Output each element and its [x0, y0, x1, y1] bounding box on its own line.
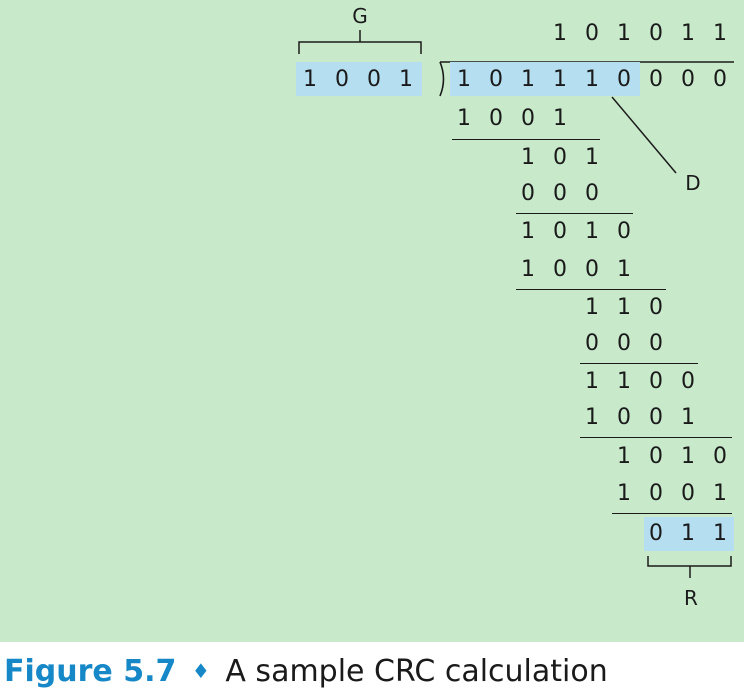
digit: 0	[585, 331, 599, 356]
digit: 1	[585, 295, 599, 320]
digit: 0	[649, 67, 663, 92]
digit: 1	[457, 106, 471, 131]
digit: 0	[585, 21, 599, 46]
digit: 0	[713, 444, 727, 469]
digit: 1	[681, 521, 695, 546]
digit: 1	[585, 369, 599, 394]
generator-highlight	[296, 62, 422, 96]
digit: 1	[521, 219, 535, 244]
figure-caption: Figure 5.7 ♦ A sample CRC calculation	[4, 646, 608, 696]
digit: 1	[553, 21, 567, 46]
digit: 1	[713, 521, 727, 546]
digit: 0	[649, 331, 663, 356]
digit: 0	[681, 67, 695, 92]
digit: 1	[585, 219, 599, 244]
figure-label: Figure 5.7	[4, 654, 177, 689]
digit: 0	[649, 295, 663, 320]
subtraction-rule	[516, 289, 666, 290]
digit: 1	[553, 67, 567, 92]
digit: 1	[617, 295, 631, 320]
digit: 1	[681, 21, 695, 46]
digit: 0	[681, 369, 695, 394]
digit: 1	[617, 444, 631, 469]
digit: 0	[553, 219, 567, 244]
digit: 1	[457, 67, 471, 92]
data-highlight	[450, 62, 640, 96]
remainder-highlight	[644, 517, 734, 551]
digit: 0	[617, 219, 631, 244]
digit: 0	[649, 405, 663, 430]
digit: 0	[489, 106, 503, 131]
diamond-icon: ♦	[191, 659, 210, 683]
digit: 1	[681, 444, 695, 469]
digit: 0	[617, 405, 631, 430]
digit: 1	[713, 21, 727, 46]
subtraction-rule	[516, 213, 633, 214]
d-label: D	[685, 171, 701, 195]
digit: 1	[585, 67, 599, 92]
digit: 0	[617, 67, 631, 92]
digit: 0	[617, 331, 631, 356]
r-bracket	[647, 556, 732, 578]
digit: 1	[617, 257, 631, 282]
digit: 0	[553, 181, 567, 206]
subtraction-rule	[452, 139, 600, 140]
digit: 0	[521, 181, 535, 206]
digit: 1	[585, 405, 599, 430]
digit: 0	[553, 145, 567, 170]
digit: 0	[585, 181, 599, 206]
crc-diagram-panel: G D R 1 0 1 0 1 1 1 0 0 1 1 0 1 1 1 0 0 …	[0, 0, 744, 642]
digit: 0	[649, 369, 663, 394]
digit: 0	[713, 67, 727, 92]
digit: 0	[489, 67, 503, 92]
digit: 1	[521, 257, 535, 282]
caption-text: A sample CRC calculation	[225, 654, 608, 689]
subtraction-rule	[612, 513, 732, 514]
d-pointer-line	[611, 96, 677, 174]
digit: 0	[553, 257, 567, 282]
digit: 0	[585, 257, 599, 282]
g-bracket	[298, 30, 422, 54]
digit: 1	[521, 145, 535, 170]
digit: 0	[649, 21, 663, 46]
digit: 1	[585, 145, 599, 170]
digit: 0	[335, 67, 349, 92]
digit: 1	[681, 405, 695, 430]
digit: 0	[521, 106, 535, 131]
digit: 0	[649, 481, 663, 506]
g-label: G	[352, 4, 368, 28]
subtraction-rule	[580, 437, 732, 438]
digit: 1	[713, 481, 727, 506]
digit: 1	[617, 481, 631, 506]
digit: 0	[681, 481, 695, 506]
digit: 1	[553, 106, 567, 131]
digit: 1	[303, 67, 317, 92]
subtraction-rule	[580, 363, 698, 364]
digit: 1	[399, 67, 413, 92]
digit: 1	[617, 369, 631, 394]
digit: 0	[367, 67, 381, 92]
r-label: R	[684, 586, 698, 610]
digit: 1	[521, 67, 535, 92]
digit: 0	[649, 521, 663, 546]
digit: 1	[617, 21, 631, 46]
digit: 0	[649, 444, 663, 469]
